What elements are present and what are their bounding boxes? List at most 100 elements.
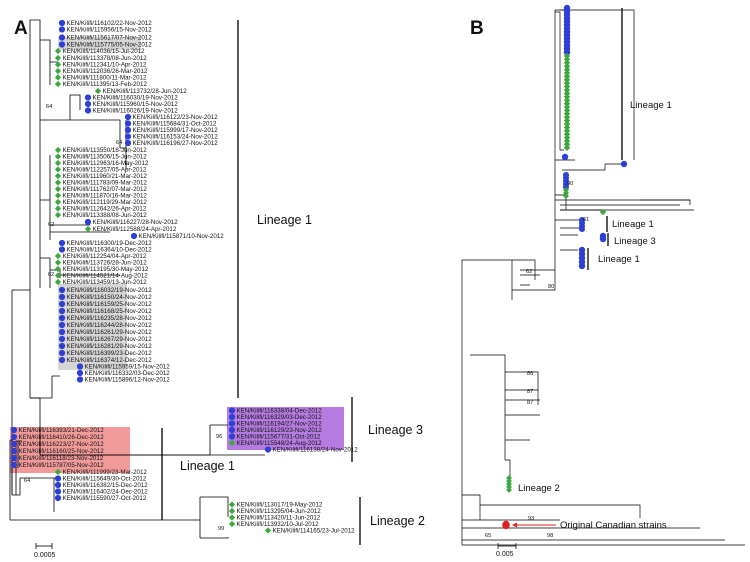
leaf-marker-23	[54, 172, 62, 180]
leaf-marker-44	[58, 314, 66, 322]
bootstrap-b-4: 86	[527, 371, 533, 377]
leaf-marker-19	[54, 146, 62, 154]
leaf-label-39: KEN/Kilifi/113459/13-Jun-2012	[63, 279, 148, 286]
leaf-marker-56	[228, 420, 236, 427]
leaf-marker-33	[58, 239, 66, 247]
leaf-marker-57	[228, 426, 236, 434]
leaf-marker-49	[58, 349, 66, 357]
bootstrap-a-2: 62	[48, 222, 54, 228]
leaf-label-61: KEN/Kilifi/116393/21-Dec-2012	[19, 427, 105, 434]
leaf-marker-76	[264, 527, 272, 534]
leaf-marker-41	[58, 293, 66, 301]
bootstrap-a-5: 64	[24, 478, 30, 484]
leaf-label-9: KEN/Kilifi/111395/13-Feb-2012	[63, 81, 148, 88]
leaf-label-16: KEN/Kilifi/115999/17-Nov-2012	[133, 127, 219, 134]
b-marker-56	[579, 226, 585, 232]
b-marker-65	[506, 478, 512, 484]
lineage-1-label-a: Lineage 1	[257, 213, 312, 227]
leaf-label-14: KEN/Kilifi/116122/23-Nov-2012	[133, 114, 219, 121]
b-marker-35	[563, 124, 571, 131]
leaf-marker-38	[54, 272, 62, 279]
b-marker-37	[563, 131, 571, 138]
b-marker-25	[563, 90, 571, 97]
leaf-label-76: KEN/Kilifi/114165/23-Jul-2012	[273, 528, 356, 535]
leaf-label-36: KEN/Kilifi/113726/28-Jun-2012	[63, 260, 148, 267]
leaf-marker-58	[228, 433, 236, 440]
leaf-label-46: KEN/Kilifi/116261/29-Nov-2012	[67, 329, 153, 336]
leaf-label-48: KEN/Kilifi/116281/29-Nov-2012	[67, 343, 153, 350]
leaf-marker-51	[76, 363, 84, 370]
leaf-marker-21	[54, 159, 62, 167]
leaf-marker-54	[228, 407, 236, 414]
panel-a-scale-bar: 0.0005	[34, 543, 56, 559]
b-marker-58	[599, 235, 607, 243]
panel-a-bootstraps: 64 64 62 62 96 64 99	[24, 104, 224, 532]
leaf-label-59: KEN/Kilifi/115548/24-Aug-2012	[237, 440, 323, 447]
lineage-1-label-b-2: Lineage 1	[612, 219, 654, 230]
leaf-marker-35	[54, 252, 62, 260]
panel-b-branches	[461, 9, 745, 546]
leaf-label-68: KEN/Kilifi/115649/30-Oct-2012	[63, 476, 147, 483]
leaf-label-3: KEN/Kilifi/115775/05-Nov-2012	[67, 42, 153, 49]
leaf-label-5: KEN/Kilifi/113378/08-Jun-2012	[63, 55, 148, 62]
leaf-label-15: KEN/Kilifi/115684/31-Oct-2012	[133, 121, 217, 128]
leaf-marker-50	[58, 356, 66, 364]
leaf-marker-65	[10, 454, 18, 462]
leaf-label-26: KEN/Kilifi/111870/16-Mar-2012	[63, 193, 148, 200]
leaf-label-29: KEN/Kilifi/113388/08-Jun-2012	[63, 212, 148, 219]
grey-highlight-1	[58, 37, 141, 50]
bootstrap-b-0: 61	[583, 217, 589, 223]
red-highlight	[10, 427, 130, 473]
leaf-label-72: KEN/Kilifi/113017/19-May-2012	[237, 502, 323, 509]
lineage-1-label-b-top: Lineage 1	[630, 100, 672, 111]
leaf-label-40: KEN/Kilifi/116032/19-Nov-2012	[67, 287, 153, 294]
canadian-strains-label: Original Canadian strains	[560, 520, 667, 531]
b-marker-14	[563, 52, 571, 60]
leaf-marker-48	[58, 342, 66, 350]
leaf-label-35: KEN/Kilifi/112254/04-Apr-2012	[63, 253, 147, 260]
lineage-3-label-b: Lineage 3	[614, 236, 656, 247]
leaf-label-30: KEN/Kilifi/116227/28-Nov-2012	[93, 219, 179, 226]
b-marker-33	[563, 117, 571, 124]
b-marker-29	[563, 103, 571, 111]
b-marker-26	[563, 93, 571, 100]
panel-a-lineage-bars	[161, 20, 361, 545]
leaf-marker-25	[54, 185, 62, 193]
bootstrap-a-6: 99	[218, 526, 224, 532]
bootstrap-b-7: 93	[528, 516, 534, 522]
leaf-label-71: KEN/Kilifi/115590/27-Oct-2012	[63, 495, 147, 502]
b-marker-27	[563, 97, 571, 104]
leaf-marker-12	[84, 100, 92, 108]
panel-a: A	[9, 18, 425, 559]
leaf-marker-18	[124, 139, 132, 147]
leaf-label-24: KEN/Kilifi/111783/09-Mar-2012	[63, 180, 148, 187]
leaf-marker-17	[124, 133, 132, 140]
leaf-marker-6	[54, 61, 62, 68]
b-marker-52	[599, 208, 607, 216]
leaf-label-74: KEN/Kilifi/113420/11-Jun-2012	[237, 515, 321, 522]
leaf-marker-28	[54, 205, 62, 212]
leaf-label-34: KEN/Kilifi/116364/10-Dec-2012	[67, 247, 153, 254]
leaf-label-2: KEN/Kilifi/115617/07-Nov-2012	[67, 35, 153, 42]
b-marker-43	[620, 160, 628, 168]
lineage-1-label-a-lower: Lineage 1	[180, 459, 235, 473]
b-marker-34	[563, 120, 571, 128]
leaf-marker-7	[54, 67, 62, 75]
leaf-marker-22	[54, 166, 62, 173]
leaf-label-64: KEN/Kilifi/116160/25-Nov-2012	[19, 448, 105, 455]
panel-b-scale-bar: 0.005	[496, 543, 517, 558]
leaf-label-27: KEN/Kilifi/112119/29-Mar-2012	[63, 199, 148, 206]
leaf-label-18: KEN/Kilifi/116196/27-Nov-2012	[133, 140, 219, 147]
leaf-marker-61	[10, 426, 18, 434]
canadian-strains-annotation: Original Canadian strains	[502, 520, 667, 531]
b-marker-67	[506, 484, 512, 490]
panel-a-scale-label: 0.0005	[34, 552, 56, 559]
leaf-marker-39	[54, 278, 62, 286]
leaf-label-37: KEN/Kilifi/113195/30-May-2012	[63, 266, 149, 273]
leaf-marker-3	[58, 41, 66, 48]
leaf-marker-29	[54, 211, 62, 219]
leaf-label-12: KEN/Kilifi/115960/15-Nov-2012	[93, 101, 179, 108]
bootstrap-b-1: 90	[567, 181, 573, 187]
leaf-label-1: KEN/Kilifi/115956/15-Nov-2012	[67, 27, 153, 34]
